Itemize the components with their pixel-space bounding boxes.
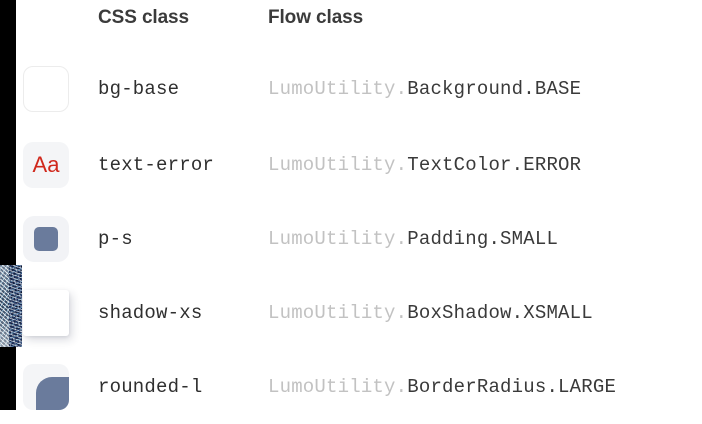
css-class-cell: p-s <box>98 228 268 250</box>
css-class-value: text-error <box>98 154 215 176</box>
rounded-l-swatch-icon <box>23 364 69 410</box>
flow-class-cell: LumoUtility.BoxShadow.XSMALL <box>268 302 702 324</box>
flow-class-suffix: Background.BASE <box>407 78 582 100</box>
left-gutter-strip <box>0 0 16 410</box>
header-label-css-class: CSS class <box>98 7 189 28</box>
flow-class-value: LumoUtility.Padding.SMALL <box>268 228 558 250</box>
flow-class-prefix: LumoUtility. <box>268 228 408 250</box>
flow-class-value: LumoUtility.TextColor.ERROR <box>268 154 581 176</box>
css-class-cell: text-error <box>98 154 268 176</box>
preview-cell <box>0 66 98 112</box>
table-header-row: CSS class Flow class <box>0 0 702 36</box>
shadow-xs-swatch-icon <box>23 290 69 336</box>
flow-class-suffix: BorderRadius.LARGE <box>407 376 617 398</box>
flow-class-cell: LumoUtility.Background.BASE <box>268 78 702 100</box>
rounded-corner-block-icon <box>36 377 69 410</box>
css-class-value: bg-base <box>98 78 180 100</box>
text-error-swatch-icon: Aa <box>23 142 69 188</box>
preview-cell: Aa <box>0 142 98 188</box>
p-s-swatch-icon <box>23 216 69 262</box>
flow-class-prefix: LumoUtility. <box>268 376 408 398</box>
flow-class-value: LumoUtility.Background.BASE <box>268 78 581 100</box>
flow-class-suffix: Padding.SMALL <box>407 228 559 250</box>
flow-class-cell: LumoUtility.BorderRadius.LARGE <box>268 376 702 398</box>
css-class-value: p-s <box>98 228 133 250</box>
table-row[interactable]: Aa text-error LumoUtility.TextColor.ERRO… <box>0 128 702 202</box>
flow-class-value: LumoUtility.BoxShadow.XSMALL <box>268 302 593 324</box>
flow-class-suffix: BoxShadow.XSMALL <box>407 302 593 324</box>
utility-class-table: CSS class Flow class bg-base LumoUtility… <box>0 0 702 410</box>
table-row[interactable]: bg-base LumoUtility.Background.BASE <box>0 52 702 126</box>
css-class-value: rounded-l <box>98 376 203 398</box>
css-class-cell: rounded-l <box>98 376 268 398</box>
table-row[interactable]: p-s LumoUtility.Padding.SMALL <box>0 202 702 276</box>
flow-class-suffix: TextColor.ERROR <box>407 154 582 176</box>
padding-inner-block-icon <box>34 227 58 251</box>
flow-class-prefix: LumoUtility. <box>268 78 408 100</box>
flow-class-value: LumoUtility.BorderRadius.LARGE <box>268 376 616 398</box>
css-class-cell: shadow-xs <box>98 302 268 324</box>
header-cell-css-class: CSS class <box>98 7 268 29</box>
table-row[interactable]: shadow-xs LumoUtility.BoxShadow.XSMALL <box>0 276 702 350</box>
flow-class-cell: LumoUtility.TextColor.ERROR <box>268 154 702 176</box>
header-label-flow-class: Flow class <box>268 7 364 28</box>
flow-class-cell: LumoUtility.Padding.SMALL <box>268 228 702 250</box>
header-cell-flow-class: Flow class <box>268 7 702 29</box>
flow-class-prefix: LumoUtility. <box>268 154 408 176</box>
gutter-noise-edge-artifact <box>0 265 9 347</box>
bg-base-swatch-icon <box>23 66 69 112</box>
aa-sample-text: Aa <box>32 152 60 177</box>
flow-class-prefix: LumoUtility. <box>268 302 408 324</box>
css-class-cell: bg-base <box>98 78 268 100</box>
css-class-value: shadow-xs <box>98 302 203 324</box>
preview-cell <box>0 216 98 262</box>
preview-cell <box>0 364 98 410</box>
table-row[interactable]: rounded-l LumoUtility.BorderRadius.LARGE <box>0 350 702 424</box>
preview-cell <box>0 290 98 336</box>
